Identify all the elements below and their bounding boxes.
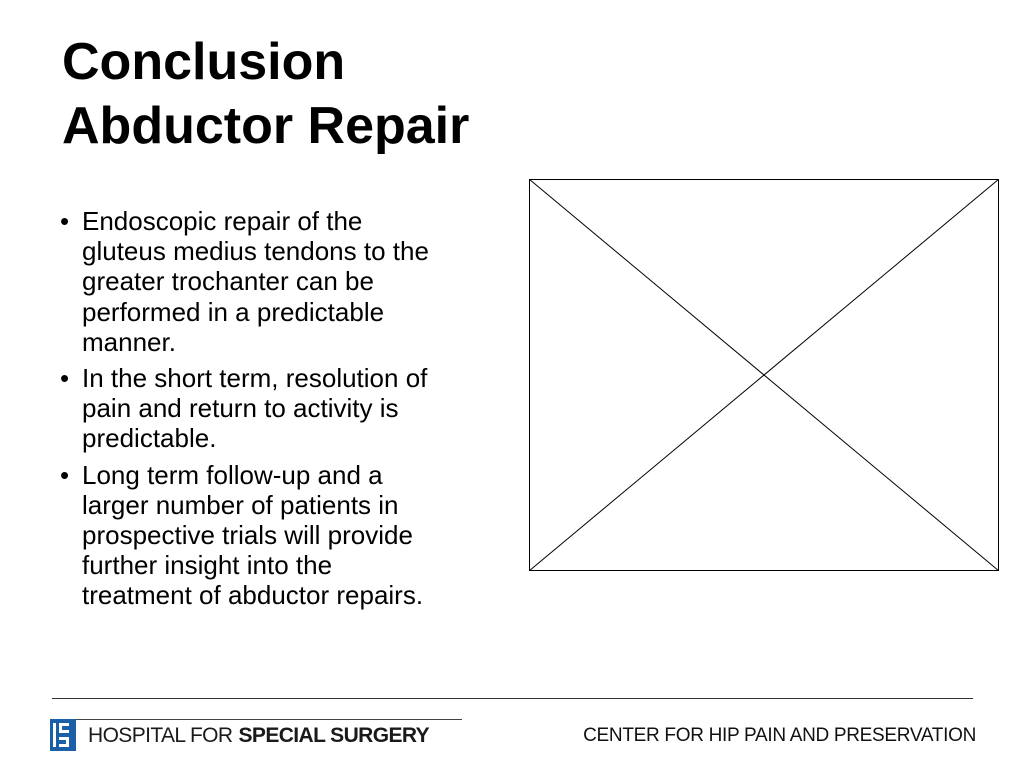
title-line-2: Abductor Repair: [62, 97, 470, 155]
bullet-text: In the short term, resolution of pain an…: [82, 363, 428, 454]
bullet-text: Long term follow-up and a larger number …: [82, 459, 424, 611]
slide-title: Conclusion Abductor Repair: [62, 30, 469, 158]
bullet-item: • Long term follow-up and a larger numbe…: [60, 460, 440, 611]
bullet-list: • Endoscopic repair of the gluteus mediu…: [60, 206, 440, 617]
logo-top-line: [50, 719, 462, 720]
footer-divider: [52, 698, 973, 699]
bullet-marker: •: [60, 363, 70, 394]
bullet-text: Endoscopic repair of the gluteus medius …: [82, 206, 429, 357]
bullet-marker: •: [60, 206, 70, 236]
logo-text-bold: SPECIAL SURGERY: [238, 724, 430, 747]
bullet-item: • Endoscopic repair of the gluteus mediu…: [60, 206, 440, 357]
bullet-marker: •: [60, 459, 70, 490]
center-name: CENTER FOR HIP PAIN AND PRESERVATION: [583, 725, 976, 746]
hss-logo-icon: [50, 719, 76, 751]
image-placeholder: [529, 179, 999, 571]
bullet-item: • In the short term, resolution of pain …: [60, 363, 440, 454]
title-line-1: Conclusion: [62, 33, 346, 91]
logo-text-regular: HOSPITAL FOR: [88, 724, 233, 747]
